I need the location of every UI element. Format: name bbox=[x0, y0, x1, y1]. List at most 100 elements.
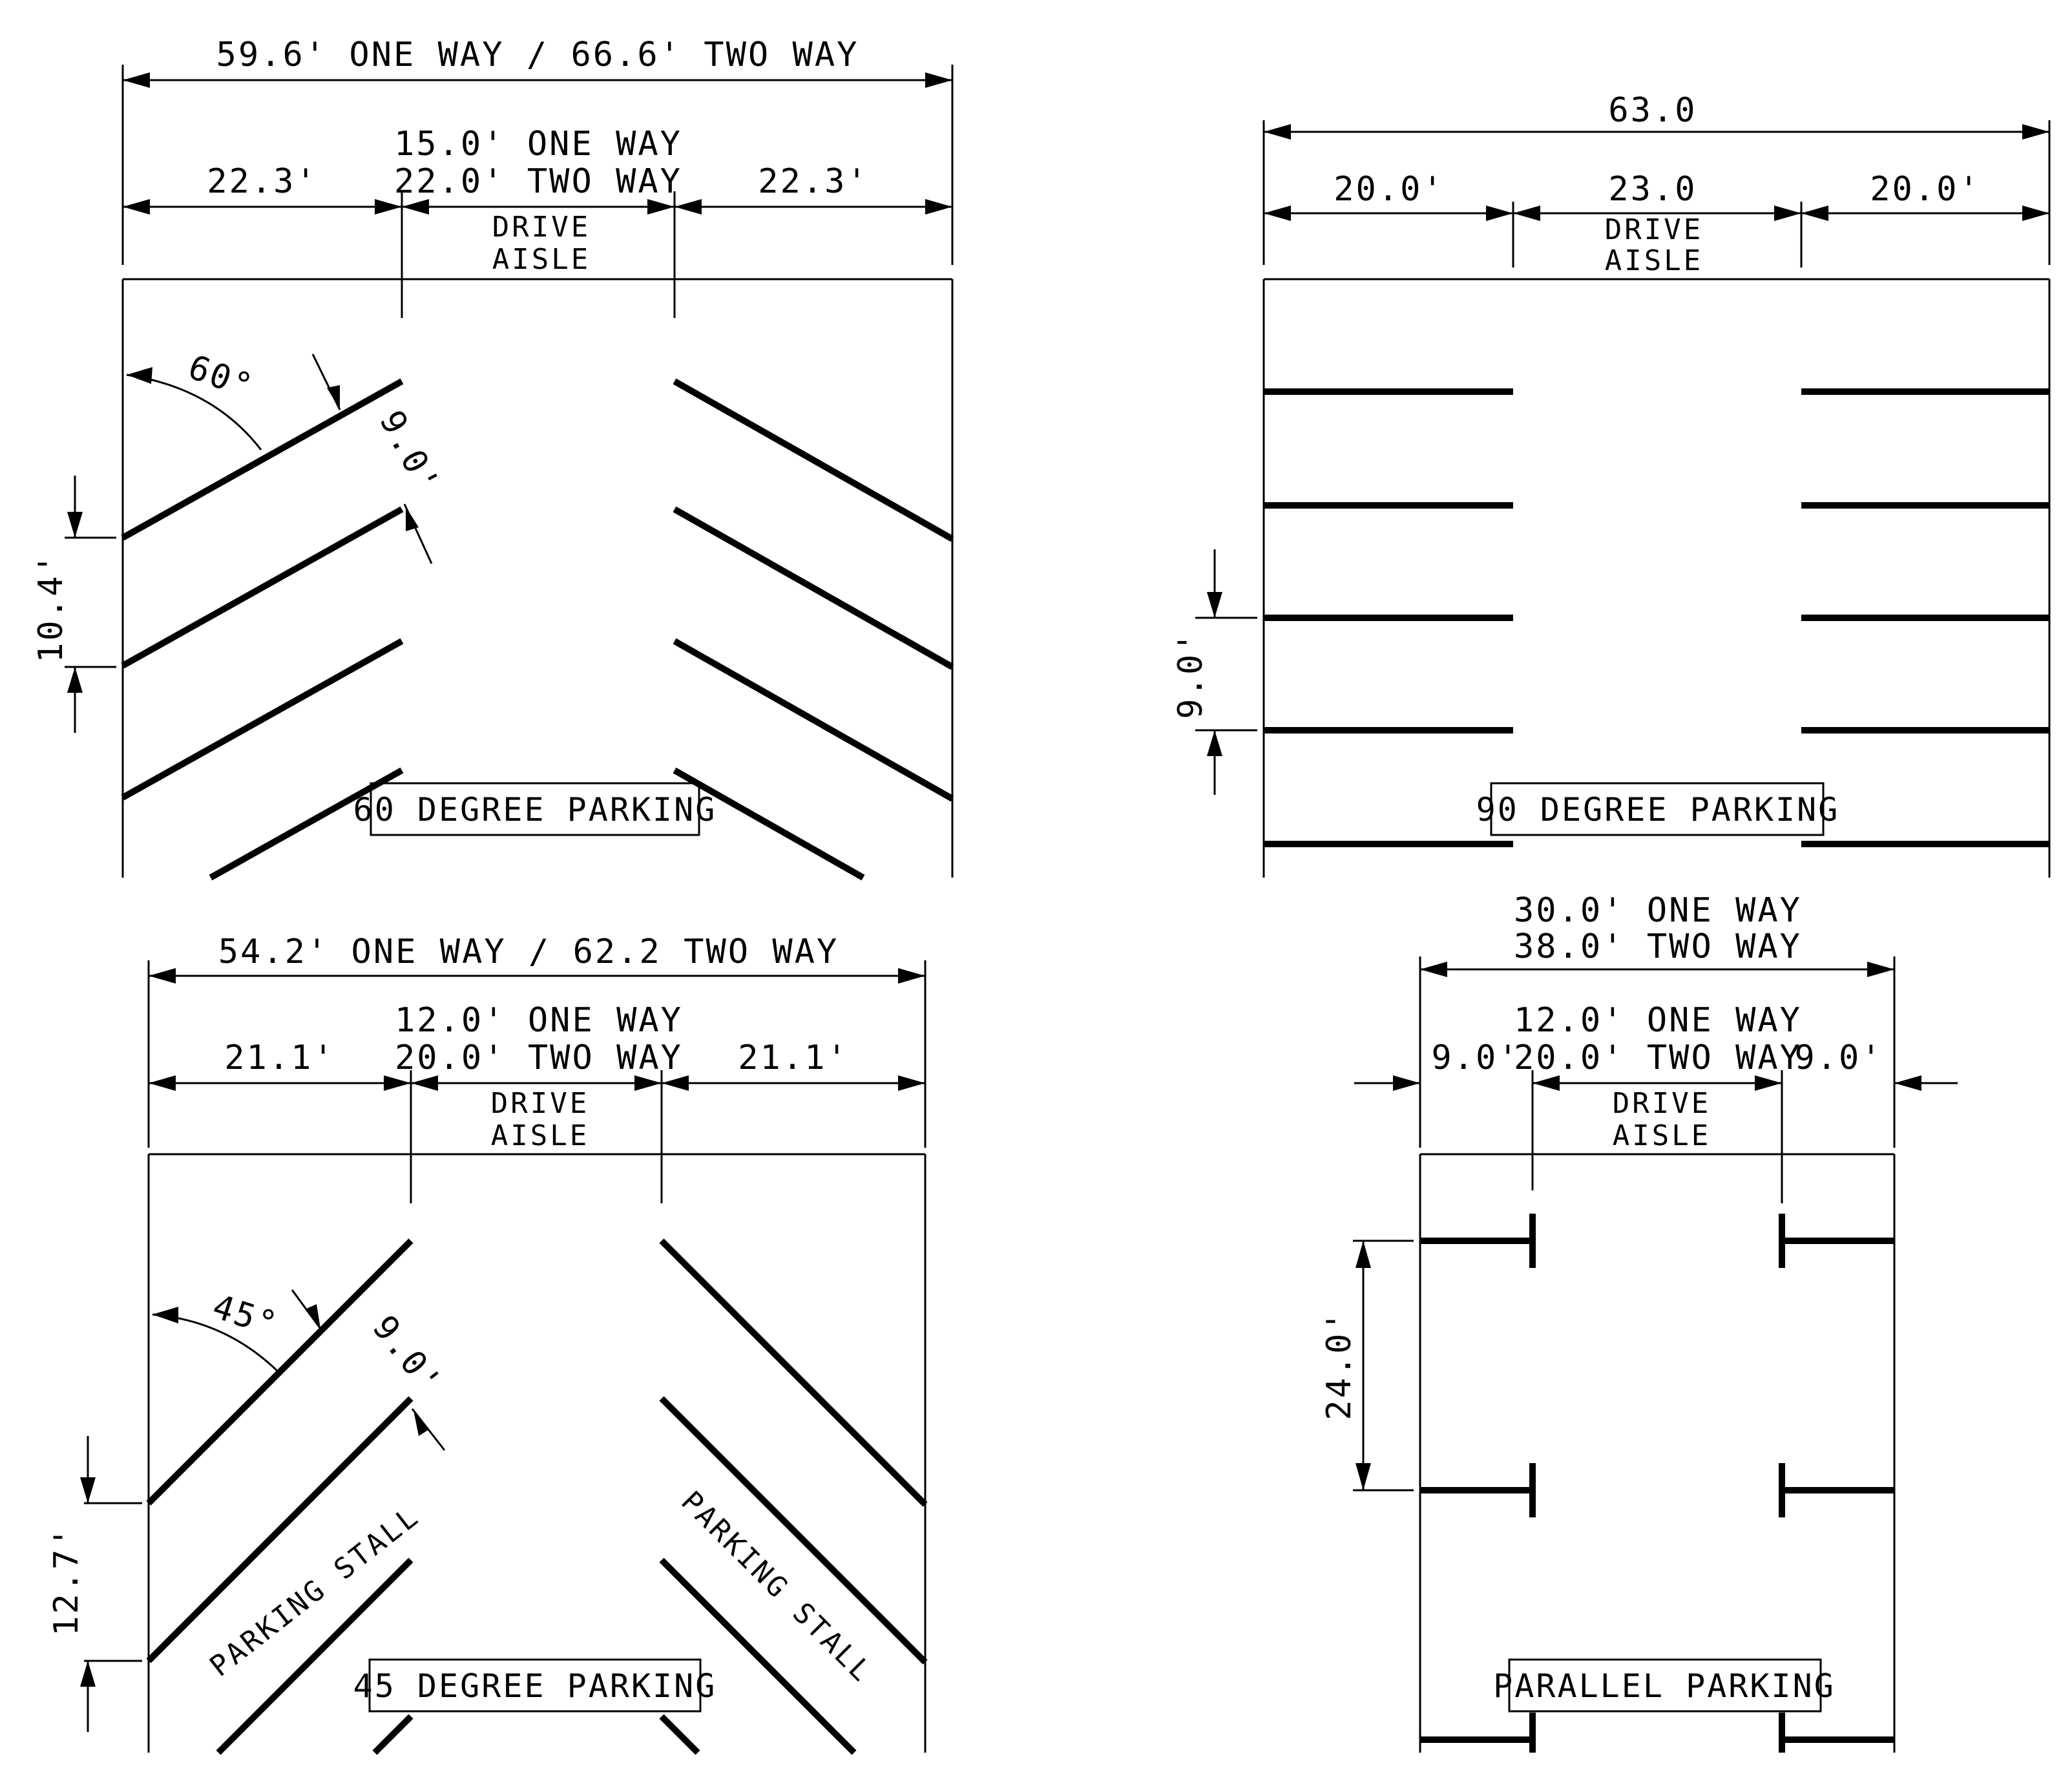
arrowhead bbox=[1207, 592, 1222, 618]
title-box-45 bbox=[368, 1658, 702, 1713]
arrowhead bbox=[1264, 206, 1291, 221]
arrowhead bbox=[327, 385, 340, 410]
right-stall-depth-label: 22.3' bbox=[758, 162, 869, 201]
arrowhead bbox=[898, 968, 925, 984]
stall-line bbox=[146, 1396, 413, 1663]
drive-label: DRIVE bbox=[491, 1087, 589, 1120]
arrowhead bbox=[662, 1075, 689, 1091]
overall-width-label: 59.6' ONE WAY / 66.6' TWO WAY bbox=[216, 36, 859, 74]
stall-line bbox=[121, 638, 404, 801]
arrowhead bbox=[152, 1307, 178, 1324]
right-stall-depth-label-90: 20.0' bbox=[1870, 170, 1981, 209]
arrowhead bbox=[1355, 1241, 1371, 1268]
angle-label-45: 45° bbox=[208, 1287, 283, 1345]
left-stall-depth-label-90: 20.0' bbox=[1334, 170, 1445, 209]
arrowhead bbox=[1801, 206, 1828, 221]
arrowhead bbox=[647, 199, 675, 215]
aisle-width-label-90: 23.0 bbox=[1608, 170, 1697, 209]
panel-title-45: 45 DEGREE PARKING bbox=[353, 1667, 717, 1705]
stall-spacing-label-90: 9.0' bbox=[1171, 630, 1210, 719]
arrowhead bbox=[123, 72, 150, 88]
drive-label: DRIVE bbox=[1605, 213, 1703, 246]
arrowhead bbox=[80, 1477, 96, 1503]
left-stall-width-label: 9.0' bbox=[1431, 1039, 1520, 1077]
aisle-label: AISLE bbox=[1613, 1119, 1711, 1152]
stall-line bbox=[659, 1238, 928, 1507]
left-stall-depth-label: 22.3' bbox=[207, 162, 318, 201]
stall-line bbox=[216, 1557, 413, 1755]
stall-spacing-label-45: 12.7' bbox=[47, 1525, 86, 1636]
panel-title-60: 60 DEGREE PARKING bbox=[353, 791, 717, 828]
panel-90-degree: 63.0 20.0' 23.0 20.0' DRIVE AISLE bbox=[1171, 91, 2051, 878]
arrowhead bbox=[67, 667, 83, 693]
arrowhead bbox=[149, 1075, 176, 1091]
aisle-one-way-label: 12.0' ONE WAY bbox=[1514, 1001, 1802, 1040]
stall-line bbox=[673, 638, 954, 802]
stall-line bbox=[659, 1396, 928, 1665]
arrowhead bbox=[1755, 1075, 1782, 1091]
stall-line bbox=[673, 767, 865, 881]
angle-label-60: 60° bbox=[183, 348, 259, 407]
arrowhead bbox=[1207, 730, 1222, 756]
arrowhead bbox=[2022, 124, 2049, 140]
left-stall-depth-label-45: 21.1' bbox=[224, 1039, 335, 1077]
arrowhead bbox=[925, 199, 952, 215]
panel-title-90: 90 DEGREE PARKING bbox=[1476, 791, 1840, 828]
overall-two-way-label: 38.0' TWO WAY bbox=[1514, 927, 1802, 966]
arrowhead bbox=[675, 199, 702, 215]
arrowhead bbox=[305, 1304, 320, 1329]
arrowhead bbox=[634, 1075, 662, 1091]
arrowhead bbox=[411, 1075, 438, 1091]
arrowhead bbox=[123, 199, 150, 215]
aisle-label: AISLE bbox=[1605, 244, 1703, 277]
arrowhead bbox=[2022, 206, 2049, 221]
arrowhead bbox=[1420, 962, 1447, 977]
panel-45-degree: 54.2' ONE WAY / 62.2 TWO WAY 21.1' 21.1'… bbox=[47, 933, 928, 1755]
title-box-60 bbox=[370, 782, 700, 836]
stall-width-label-60: 9.0' bbox=[371, 405, 447, 501]
stall-line bbox=[659, 1557, 857, 1755]
arrowhead bbox=[925, 72, 952, 88]
overall-width-label-45: 54.2' ONE WAY / 62.2 TWO WAY bbox=[218, 933, 839, 971]
aisle-two-way-label: 20.0' TWO WAY bbox=[1514, 1039, 1802, 1077]
arrowhead bbox=[1393, 1075, 1420, 1091]
arrowhead bbox=[67, 512, 83, 538]
arrowhead bbox=[127, 367, 152, 384]
aisle-one-way-label: 15.0' ONE WAY bbox=[394, 125, 682, 164]
stall-line bbox=[121, 506, 404, 669]
arrowhead bbox=[406, 507, 419, 531]
right-stall-depth-label-45: 21.1' bbox=[738, 1039, 849, 1077]
arrowhead bbox=[1486, 206, 1513, 221]
arrowhead bbox=[1774, 206, 1801, 221]
arrowhead bbox=[1533, 1075, 1560, 1091]
arrowhead bbox=[375, 199, 402, 215]
overall-one-way-label: 30.0' ONE WAY bbox=[1514, 891, 1802, 930]
arrowhead bbox=[1513, 206, 1540, 221]
stall-line bbox=[659, 1714, 700, 1755]
aisle-two-way-label: 20.0' TWO WAY bbox=[395, 1039, 683, 1077]
drive-label: DRIVE bbox=[492, 211, 591, 244]
arrowhead bbox=[1867, 962, 1894, 977]
arrowhead bbox=[149, 968, 176, 984]
stall-line bbox=[673, 378, 954, 542]
panel-60-degree: 59.6' ONE WAY / 66.6' TWO WAY 22.3' 22.3… bbox=[32, 36, 954, 881]
stall-line bbox=[121, 378, 404, 541]
panel-parallel: 30.0' ONE WAY 38.0' TWO WAY 9.0' 12.0' O… bbox=[1320, 891, 1958, 1753]
right-stall-width-label: 9.0' bbox=[1794, 1039, 1883, 1077]
aisle-label: AISLE bbox=[491, 1119, 589, 1152]
stall-spacing-label-60: 10.4' bbox=[32, 552, 70, 663]
overall-width-label-90: 63.0 bbox=[1608, 91, 1697, 130]
title-box-parallel bbox=[1508, 1658, 1822, 1713]
panel-title-parallel: PARALLEL PARKING bbox=[1493, 1667, 1836, 1705]
aisle-label: AISLE bbox=[492, 243, 591, 276]
aisle-two-way-label: 22.0' TWO WAY bbox=[394, 162, 682, 201]
stall-length-label: 24.0' bbox=[1320, 1309, 1359, 1420]
stall-line bbox=[372, 1714, 413, 1755]
arrowhead bbox=[384, 1075, 411, 1091]
arrowhead bbox=[1894, 1075, 1921, 1091]
arrowhead bbox=[1264, 124, 1291, 140]
drive-label: DRIVE bbox=[1613, 1087, 1711, 1120]
arrowhead bbox=[898, 1075, 925, 1091]
